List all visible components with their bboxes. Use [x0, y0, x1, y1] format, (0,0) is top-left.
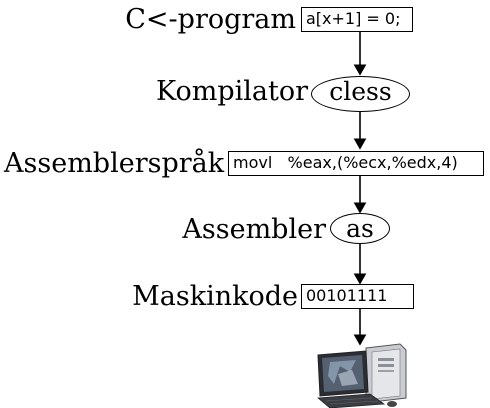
step-label-c-program: C<-program: [125, 4, 296, 35]
machine-code-box: 00101111: [301, 284, 414, 309]
step-label-maskinkode: Maskinkode: [132, 281, 298, 312]
step-label-assembler: Assembler: [182, 214, 326, 245]
computer-icon: [316, 343, 407, 408]
step-label-assemblersprak: Assemblerspråk: [4, 148, 225, 179]
assembler-oval: as: [330, 213, 390, 244]
step-label-kompilator: Kompilator: [156, 76, 308, 107]
assembly-code-box: movl %eax,(%ecx,%edx,4): [228, 151, 484, 176]
step-code-box: a[x+1] = 0;: [301, 7, 413, 32]
compiler-oval: cless: [311, 76, 410, 112]
